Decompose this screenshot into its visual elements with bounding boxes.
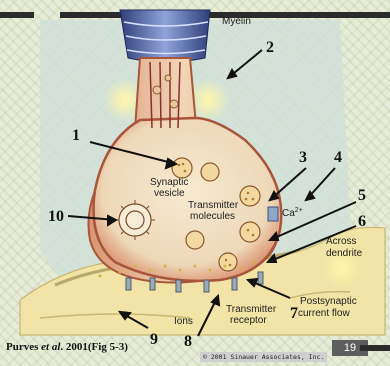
callout-9: 9 [150,331,158,348]
callout-4: 4 [334,149,342,166]
label-synaptic-vesicle-2: vesicle [154,188,185,199]
label-ions: Ions [174,316,193,327]
callout-10: 10 [48,208,64,225]
figure-citation: Purves et al. 2001(Fig 5-3) [6,341,128,353]
label-synaptic-vesicle-1: Synaptic [150,177,188,188]
callout-7: 7 [290,305,298,322]
label-myelin: Myelin [222,16,251,27]
label-transmitter-receptor-1: Transmitter [226,304,277,315]
copyright-notice: © 2001 Sinauer Associates, Inc. [200,352,327,362]
callout-3: 3 [299,149,307,166]
label-transmitter-molecules-2: molecules [190,211,235,222]
callout-1: 1 [72,127,80,144]
callout-8: 8 [184,333,192,350]
callout-6: 6 [358,213,366,230]
label-postsynaptic-1: Postsynaptic [300,296,357,307]
footer-rule [360,345,390,351]
callout-2: 2 [266,39,274,56]
label-across-dendrite-2: dendrite [326,248,363,259]
callout-5: 5 [358,187,366,204]
label-postsynaptic-2: current flow [298,308,350,319]
label-transmitter-receptor-2: receptor [230,315,267,326]
label-transmitter-molecules-1: Transmitter [188,200,239,211]
label-across-dendrite-1: Across [326,236,357,247]
calcium-channel [268,207,278,221]
